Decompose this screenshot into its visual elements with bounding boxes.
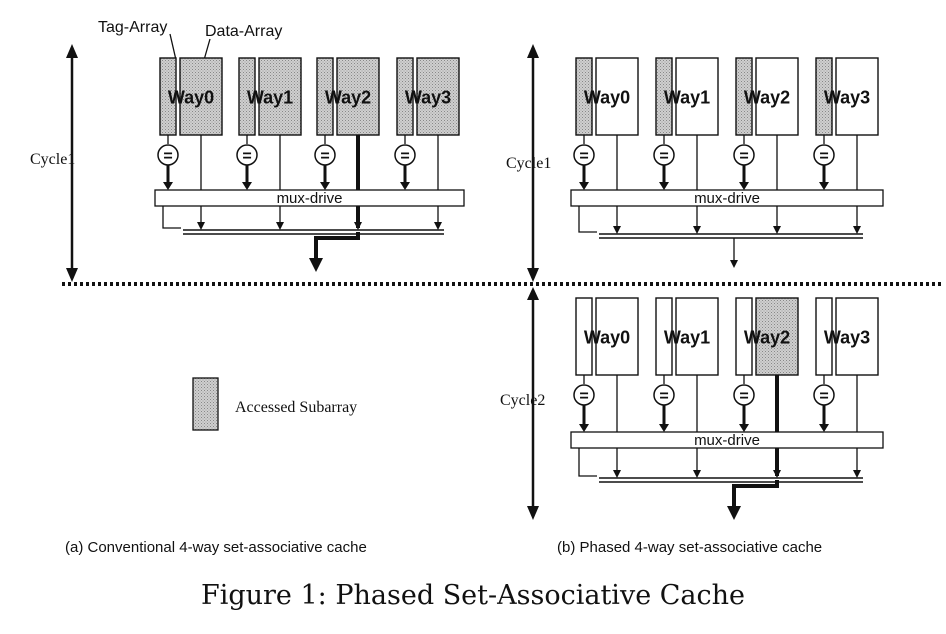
data-arrow (613, 226, 621, 234)
way-label: Way3 (824, 88, 870, 108)
comparator-symbol: = (819, 388, 828, 405)
output-arrow (727, 506, 741, 520)
data-arrow (276, 222, 284, 230)
data-arrow (853, 226, 861, 234)
mux-enable-line (578, 206, 597, 233)
hit-arrow (819, 182, 829, 190)
data-array-way1 (675, 297, 719, 376)
hit-arrow (242, 182, 252, 190)
data-array-way0 (179, 57, 223, 136)
subcaption-a: (a) Conventional 4-way set-associative c… (65, 539, 367, 556)
comparator-symbol: = (163, 148, 172, 165)
hit-arrow (163, 182, 173, 190)
data-arrow (434, 222, 442, 230)
data-array-way3 (416, 57, 460, 136)
cycle2-timeline-b-bottom-arrow (527, 506, 539, 520)
way-label: Way2 (744, 88, 790, 108)
cycle1-timeline-a-top-arrow (66, 44, 78, 58)
figure-caption: Figure 1: Phased Set-Associative Cache (200, 580, 746, 611)
data-array-way1 (675, 57, 719, 136)
comparator-symbol: = (242, 148, 251, 165)
hit-arrow (659, 424, 669, 432)
comparator-symbol: = (659, 148, 668, 165)
mux-drive-label: mux-drive (277, 190, 343, 207)
cycle1-timeline-b-bottom-arrow (527, 268, 539, 282)
cycle2-label-b: Cycle2 (500, 392, 545, 409)
cycle1-label-a: Cycle1 (30, 151, 75, 168)
mux-drive-bar (570, 189, 884, 207)
panel-b-cycle2: Way0 = Way1 = Way2 = Way3 = mux-drive (570, 297, 884, 520)
data-arrow (853, 470, 861, 478)
cycle1-timeline-a-bottom-arrow (66, 268, 78, 282)
data-arrow (354, 222, 362, 230)
comparator-symbol: = (739, 388, 748, 405)
selected-data-path (314, 232, 360, 260)
tag-array-pointer (169, 33, 177, 61)
hit-arrow (579, 424, 589, 432)
mux-enable-line (162, 206, 181, 229)
comparator-symbol: = (320, 148, 329, 165)
data-array-way0 (595, 297, 639, 376)
comparator-symbol: = (739, 148, 748, 165)
subcaption-b: (b) Phased 4-way set-associative cache (557, 539, 822, 556)
data-array-label: Data-Array (205, 23, 282, 40)
data-array-way2 (336, 57, 380, 136)
mux-drive-bar (154, 189, 465, 207)
way-label: Way0 (584, 88, 630, 108)
mux-drive-label: mux-drive (694, 432, 760, 449)
data-arrow (773, 470, 781, 478)
panel-b-cycle1: Way0 = Way1 = Way2 = Way3 = mux-drive (570, 57, 884, 268)
way-label: Way3 (824, 328, 870, 348)
mux-enable-line (578, 448, 597, 477)
legend-label: Accessed Subarray (235, 399, 357, 416)
way-label: Way0 (584, 328, 630, 348)
hit-arrow (659, 182, 669, 190)
comparator-symbol: = (579, 148, 588, 165)
comparator-symbol: = (659, 388, 668, 405)
hit-arrow (819, 424, 829, 432)
way-label: Way1 (247, 88, 293, 108)
hit-arrow (579, 182, 589, 190)
data-array-way0 (595, 57, 639, 136)
mux-drive-label: mux-drive (694, 190, 760, 207)
cycle1-label-b: Cycle1 (506, 155, 551, 172)
comparator-symbol: = (400, 148, 409, 165)
way-label: Way0 (168, 88, 214, 108)
data-arrow (613, 470, 621, 478)
data-arrow (693, 226, 701, 234)
way-label: Way2 (744, 328, 790, 348)
selected-data-path (732, 480, 779, 508)
output-arrow (309, 258, 323, 272)
way-label: Way2 (325, 88, 371, 108)
hit-arrow (400, 182, 410, 190)
comparator-symbol: = (819, 148, 828, 165)
way-label: Way1 (664, 328, 710, 348)
comparator-symbol: = (579, 388, 588, 405)
way-label: Way1 (664, 88, 710, 108)
cycle1-timeline-b-top-arrow (527, 44, 539, 58)
cycle2-timeline-b-top-arrow (527, 287, 539, 300)
data-array-way1 (258, 57, 302, 136)
hit-arrow (739, 182, 749, 190)
output-arrow (730, 260, 738, 268)
way-label: Way3 (405, 88, 451, 108)
legend-swatch (192, 377, 219, 431)
tag-array-label: Tag-Array (98, 19, 167, 36)
hit-arrow (739, 424, 749, 432)
data-array-pointer (203, 38, 211, 61)
data-array-way3 (835, 297, 879, 376)
data-arrow (773, 226, 781, 234)
data-arrow (197, 222, 205, 230)
data-array-way3 (835, 57, 879, 136)
data-arrow (693, 470, 701, 478)
mux-drive-bar (570, 431, 884, 449)
panel-a-cycle1: Way0 = Way1 = Way2 = Way3 = mux-drive (154, 57, 465, 272)
hit-arrow (320, 182, 330, 190)
